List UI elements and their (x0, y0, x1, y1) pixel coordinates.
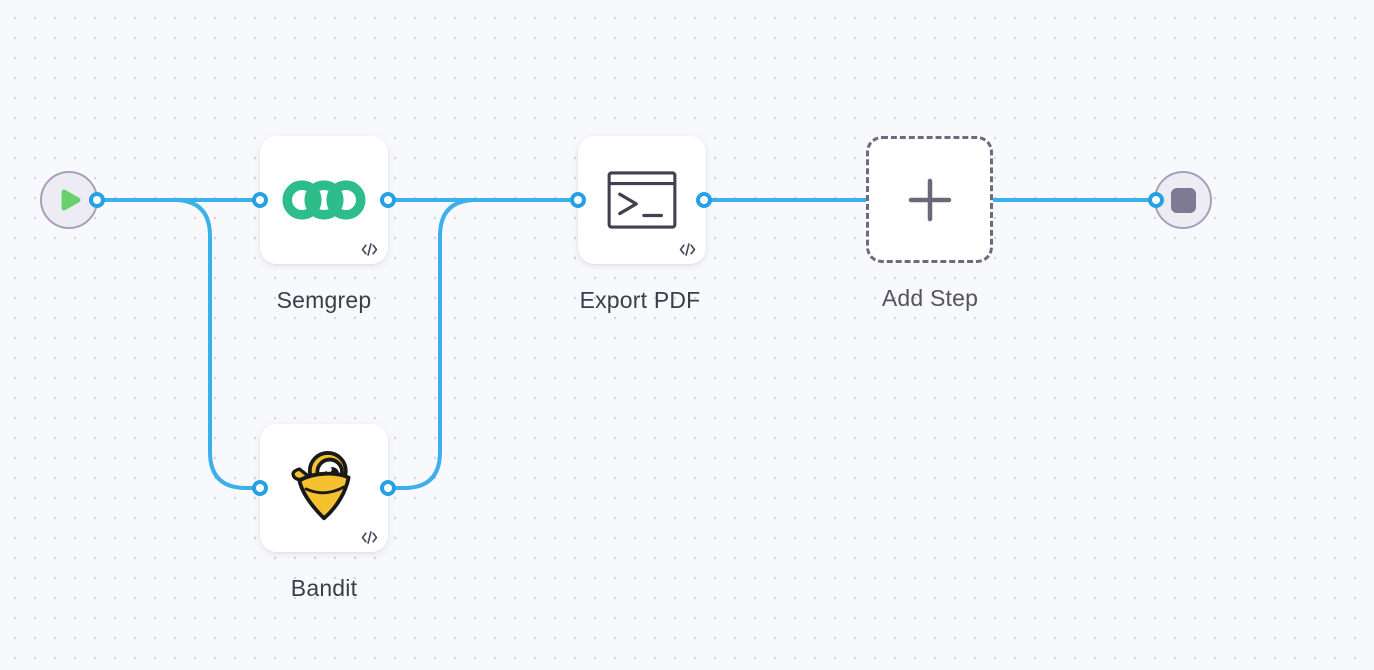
code-icon (361, 243, 378, 256)
node-semgrep[interactable] (260, 136, 388, 264)
node-label-export-pdf: Export PDF (579, 287, 701, 313)
node-bandit[interactable] (260, 424, 388, 552)
play-icon (55, 186, 83, 214)
stop-icon (1170, 187, 1196, 213)
add-step-button[interactable] (866, 136, 993, 263)
node-label-add-step: Add Step (881, 285, 979, 311)
port-semgrep-in[interactable] (251, 191, 268, 208)
port-export-pdf-in[interactable] (569, 191, 586, 208)
bandit-logo (288, 448, 360, 528)
code-icon (361, 531, 378, 544)
terminal-icon (607, 171, 677, 229)
port-bandit-in[interactable] (251, 479, 268, 496)
node-label-bandit: Bandit (290, 575, 358, 601)
end-node[interactable] (1154, 171, 1212, 229)
edge-bandit-exportpdf[interactable] (386, 198, 580, 490)
edge-start-bandit[interactable] (95, 198, 262, 490)
plus-icon (906, 176, 954, 224)
semgrep-logo (282, 179, 366, 221)
port-export-pdf-out[interactable] (695, 191, 712, 208)
port-end-in[interactable] (1147, 191, 1164, 208)
port-bandit-out[interactable] (379, 479, 396, 496)
code-icon (679, 243, 696, 256)
node-export-pdf[interactable] (578, 136, 706, 264)
node-label-semgrep: Semgrep (276, 287, 372, 313)
port-start-out[interactable] (88, 191, 105, 208)
start-node[interactable] (40, 171, 98, 229)
port-semgrep-out[interactable] (379, 191, 396, 208)
